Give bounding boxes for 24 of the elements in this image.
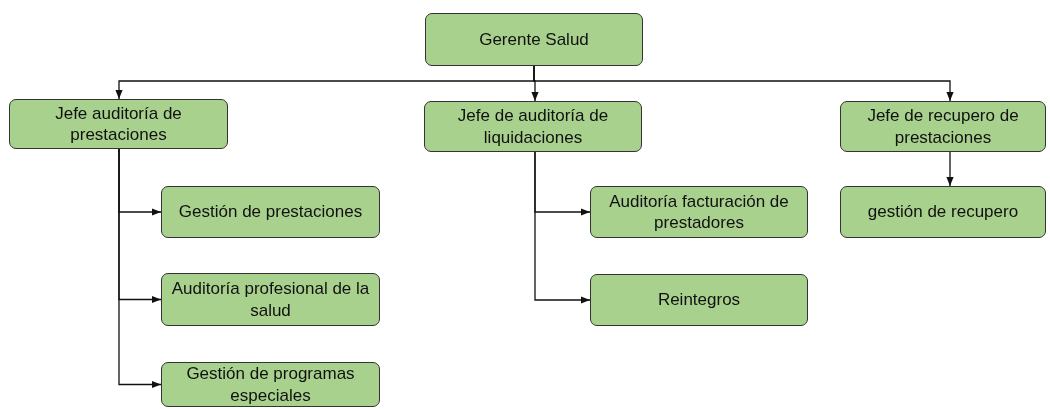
org-box — [840, 186, 1046, 238]
org-box — [161, 273, 380, 326]
connector-arrow — [946, 151, 954, 187]
org-box — [161, 362, 380, 407]
role-title: gestión de recupero — [867, 201, 1019, 223]
role-title: Auditoría profesional de la salud — [170, 278, 371, 321]
connector-arrow — [533, 65, 954, 102]
org-box — [425, 13, 643, 66]
connector-arrow — [534, 151, 591, 304]
role-title: Reintegros — [657, 289, 741, 311]
role-title: Jefe auditoría de prestaciones — [54, 102, 183, 146]
role-title: Jefe de auditoría de liquidaciones — [456, 105, 610, 148]
org-box — [424, 101, 642, 152]
org-box — [590, 274, 808, 326]
org-box — [161, 186, 380, 238]
role-title: Gerente Salud — [479, 28, 589, 51]
role-title: Gestión de programas especiales — [185, 363, 356, 406]
org-box — [590, 186, 808, 238]
role-title: Gestión de prestaciones — [178, 201, 363, 223]
org-box — [840, 101, 1046, 152]
connector-arrow — [118, 148, 162, 389]
org-box — [9, 99, 228, 149]
role-title: Auditoría facturación de prestadores — [608, 190, 790, 234]
role-title: Jefe de recupero de prestaciones — [866, 105, 1020, 148]
